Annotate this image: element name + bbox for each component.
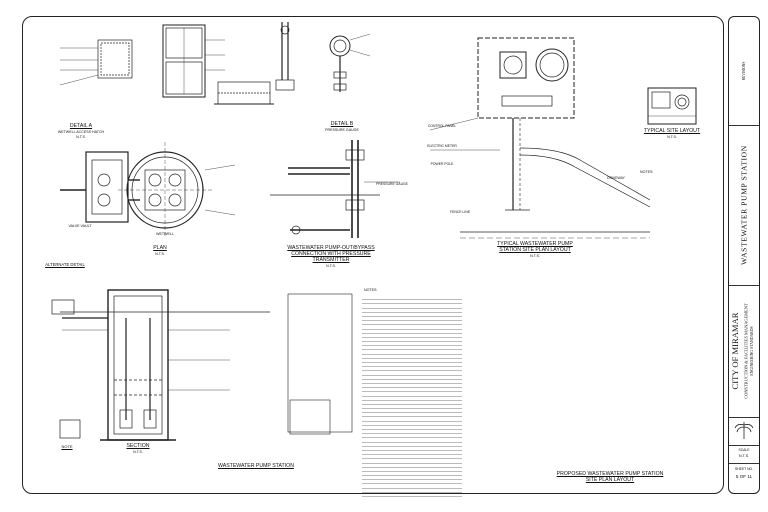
label-wetwell: WETWELL <box>156 232 174 236</box>
label-driveway: DRIVEWAY <box>607 176 625 180</box>
scale-cell: SCALE N.T.S. <box>729 445 759 464</box>
label-valve-vault: VALVE VAULT <box>68 224 92 228</box>
hatch-plan-drawing <box>162 24 225 98</box>
notes-heading: NOTES: <box>364 288 378 292</box>
title-block: REVISIONS WASTEWATER PUMP STATION CITY O… <box>728 16 760 494</box>
sheet-border <box>22 16 724 494</box>
nts-detail-a: N.T.S. <box>76 135 86 139</box>
department-line-1: CONSTRUCTION & FACILITIES MANAGEMENT <box>743 303 749 399</box>
title-proposed-2: SITE PLAN LAYOUT <box>585 477 635 483</box>
title-plan: PLAN <box>153 245 167 251</box>
nts-plan: N.T.S. <box>155 252 165 256</box>
abbrev-table-frame <box>289 399 331 435</box>
title-pumpout-3: TRANSMITTER <box>312 257 350 263</box>
sheet-number-value: 5 OF 11 <box>735 474 753 479</box>
title-alternate-detail: ALTERNATE DETAIL <box>45 262 85 267</box>
nts-pumpout: N.T.S. <box>326 264 336 268</box>
logo-cell <box>729 417 759 446</box>
nts-site-plan: N.T.S. <box>530 254 540 258</box>
plan-drawing <box>60 142 236 238</box>
department-line-2: ENGINEERING STANDARDS <box>750 326 754 376</box>
title-note: NOTE <box>61 444 73 449</box>
sheet-title: WASTEWATER PUMP STATION <box>739 145 749 265</box>
label-fence-line: FENCE LINE <box>450 210 470 214</box>
site-layout-drawing <box>647 87 697 125</box>
title-detail-a: DETAIL A <box>69 123 93 129</box>
title-detail-b: DETAIL B <box>330 121 354 127</box>
title-pumpout-1: WASTEWATER PUMP-OUT/BYPASS <box>287 245 375 251</box>
city-name: CITY OF MIRAMAR <box>730 312 740 390</box>
title-site-plan-2: STATION SITE PLAN LAYOUT <box>499 247 571 253</box>
nts-site-layout: N.T.S. <box>667 135 677 139</box>
label-electric-meter: ELECTRIC METER <box>427 144 457 148</box>
notes-block <box>362 296 462 497</box>
title-section: SECTION <box>126 443 150 449</box>
pumpout-drawing <box>270 140 400 238</box>
title-wetwell-hatch: WETWELL ACCESS HATCH <box>57 130 105 134</box>
section-drawing <box>51 289 270 441</box>
title-pressure-gauge: PRESSURE GAUGE <box>325 128 359 132</box>
sheet-title-cell: WASTEWATER PUMP STATION <box>729 125 759 286</box>
title-proposed-1: PROPOSED WASTEWATER PUMP STATION <box>556 471 664 477</box>
gauge-riser-drawing <box>275 22 295 91</box>
nts-section: N.T.S. <box>133 450 143 454</box>
label-control-panel: CONTROL PANEL <box>427 124 457 128</box>
sheet-number-cell: SHEET NO. 5 OF 11 <box>729 463 759 493</box>
scale-value: N.T.S. <box>738 454 750 458</box>
city-seal-icon <box>734 422 754 439</box>
title-site-layout: TYPICAL SITE LAYOUT <box>643 128 701 134</box>
title-site-plan-1: TYPICAL WASTEWATER PUMP <box>497 241 573 247</box>
scale-label: SCALE <box>738 448 750 452</box>
title-pumpout-2: CONNECTION WITH PRESSURE <box>291 251 371 257</box>
label-pressure-gauge: PRESSURE GAUGE <box>376 182 408 186</box>
pressure-gauge-drawing <box>329 33 371 92</box>
label-power-pole: POWER POLE <box>430 162 454 166</box>
agency-cell: CITY OF MIRAMAR CONSTRUCTION & FACILITIE… <box>729 285 759 418</box>
hatch-section-drawing <box>214 81 274 105</box>
title-wastewater-station: WASTEWATER PUMP STATION <box>218 463 294 469</box>
detail-a-hatch-drawing <box>59 39 133 86</box>
material-table-frame <box>287 293 353 433</box>
revisions-label: REVISIONS <box>742 61 746 81</box>
sheet-number-label: SHEET NO. <box>734 467 754 471</box>
revisions-cell: REVISIONS <box>729 17 759 126</box>
site-plan-drawing <box>429 37 651 239</box>
notes-heading-right: NOTES: <box>640 170 654 174</box>
